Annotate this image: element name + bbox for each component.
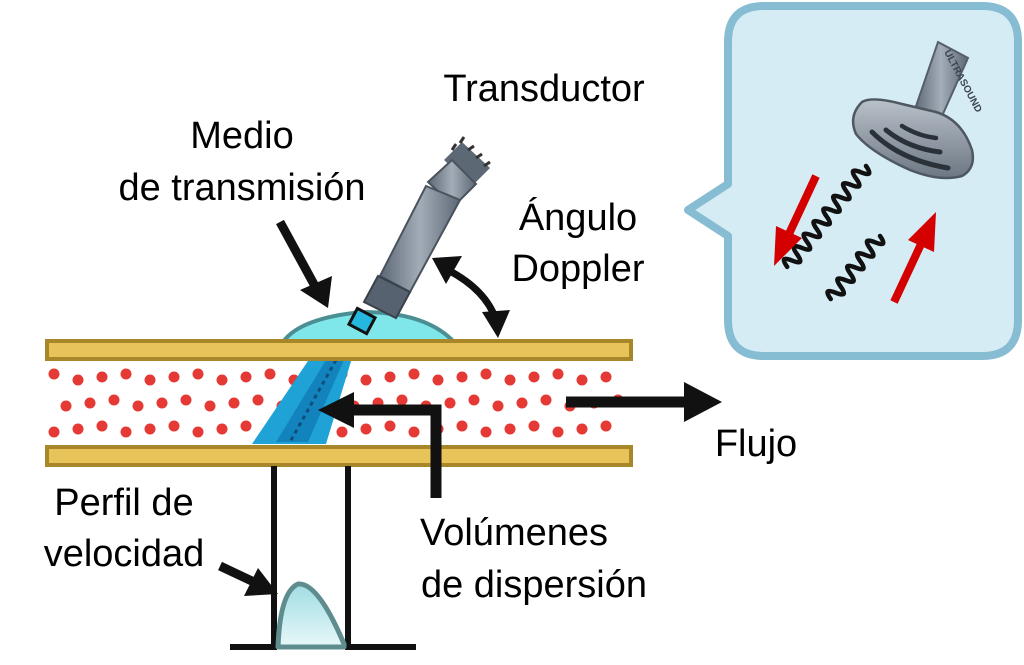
vessel-bottom-wall — [45, 445, 633, 467]
blood-cell — [336, 426, 348, 438]
blood-cell — [408, 368, 420, 380]
blood-cell — [456, 420, 468, 432]
blood-cell — [432, 374, 444, 386]
blood-cell — [96, 420, 108, 432]
blood-cell — [408, 426, 420, 438]
blood-cell — [576, 423, 588, 435]
blood-cell — [528, 420, 540, 432]
blood-cell — [444, 397, 456, 409]
volumes-label-line2: de dispersión — [421, 564, 647, 606]
zoomed-transducer-icon: ULTRASOUND — [851, 40, 984, 180]
blood-cell — [72, 423, 84, 435]
blood-cell — [264, 368, 276, 380]
blood-cell — [504, 374, 516, 386]
transducer-label: Transductor — [443, 68, 645, 110]
profile-label-line1: Perfil de — [54, 482, 193, 524]
blood-cell — [600, 420, 612, 432]
blood-cell — [456, 371, 468, 383]
angle-label-line2: Doppler — [511, 248, 644, 290]
blood-cell — [144, 374, 156, 386]
medium-label-line2: de transmisión — [118, 167, 365, 209]
blood-cell — [72, 374, 84, 386]
blood-cell — [60, 400, 72, 412]
blood-cell — [576, 374, 588, 386]
blood-cell — [216, 423, 228, 435]
blood-cell — [504, 423, 516, 435]
medium-label-line1: Medio — [190, 115, 294, 157]
angle-label-line1: Ángulo — [519, 196, 637, 239]
blood-cell — [48, 368, 60, 380]
blood-cell — [360, 423, 372, 435]
vessel-top-wall — [45, 339, 633, 361]
doppler-angle-arrow-icon — [432, 256, 510, 338]
blood-cell — [192, 426, 204, 438]
blood-cell — [240, 420, 252, 432]
blood-cell — [528, 371, 540, 383]
blood-cell — [120, 426, 132, 438]
blood-cell — [144, 423, 156, 435]
blood-cell — [480, 426, 492, 438]
blood-cell — [384, 371, 396, 383]
blood-cell — [552, 426, 564, 438]
blood-cell — [192, 368, 204, 380]
blood-cell — [468, 394, 480, 406]
blood-cell — [168, 420, 180, 432]
reflected-wave-arrow-icon — [890, 212, 936, 304]
incident-wave-arrow-icon — [774, 174, 820, 266]
flow-arrow-icon — [566, 382, 722, 422]
medium-pointer-arrow-icon — [276, 219, 332, 308]
blood-cell — [120, 368, 132, 380]
blood-cell — [156, 397, 168, 409]
sound-wave-icon — [781, 163, 886, 302]
ultrasound-beam — [252, 358, 352, 444]
flow-label: Flujo — [715, 423, 797, 465]
volumes-label-line1: Volúmenes — [420, 512, 608, 554]
blood-cell — [384, 420, 396, 432]
blood-cell — [132, 400, 144, 412]
blood-cell — [252, 394, 264, 406]
blood-cell — [48, 426, 60, 438]
profile-label-line2: velocidad — [44, 533, 205, 575]
blood-cell — [492, 400, 504, 412]
blood-cell — [540, 394, 552, 406]
transducer-probe-icon — [346, 136, 491, 336]
blood-cell — [480, 368, 492, 380]
blood-cell — [360, 374, 372, 386]
profile-pointer-arrow-icon — [218, 561, 278, 596]
blood-cell — [240, 371, 252, 383]
blood-cell — [600, 371, 612, 383]
blood-cell — [204, 400, 216, 412]
blood-cell — [96, 371, 108, 383]
blood-cell — [216, 374, 228, 386]
blood-cell — [84, 397, 96, 409]
blood-cell — [108, 394, 120, 406]
scatter-volume-pointer-arrow-icon — [318, 392, 442, 498]
blood-cell — [168, 371, 180, 383]
blood-cell — [516, 397, 528, 409]
blood-cell — [228, 397, 240, 409]
blood-cell — [396, 394, 408, 406]
velocity-profile-graph — [230, 466, 416, 650]
blood-cell — [180, 394, 192, 406]
blood-cell — [552, 368, 564, 380]
